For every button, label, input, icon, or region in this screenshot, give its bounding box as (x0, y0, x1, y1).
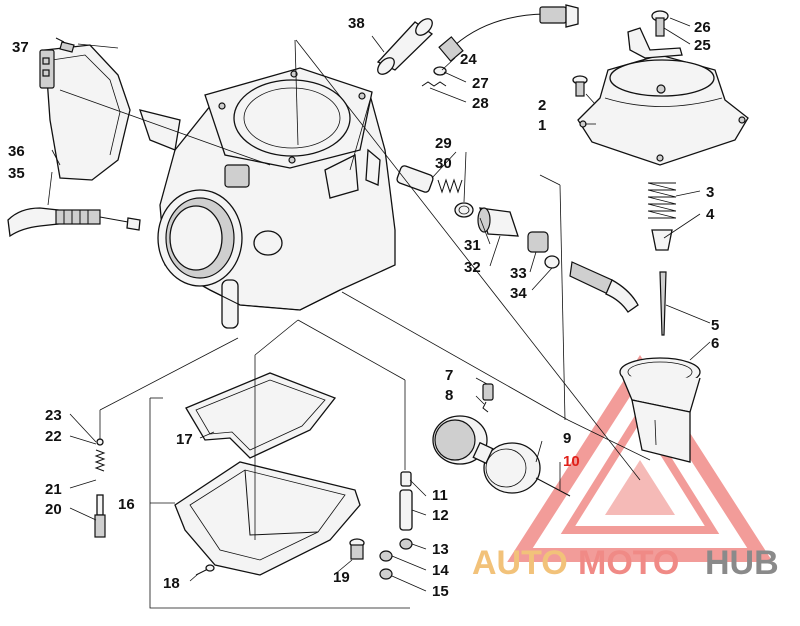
callout-22: 22 (45, 428, 62, 445)
part-18-screw (195, 564, 215, 576)
callout-34: 34 (510, 285, 527, 302)
part-5-jet-needle (659, 271, 667, 336)
callout-15: 15 (432, 583, 449, 600)
callout-12: 12 (432, 507, 449, 524)
watermark-moto: MOTO (578, 544, 679, 582)
callout-29: 29 (435, 135, 452, 152)
part-2-screw (572, 75, 588, 97)
callout-27: 27 (472, 75, 489, 92)
callout-23: 23 (45, 407, 62, 424)
callout-5: 5 (711, 317, 719, 334)
parts-11-12-tube (399, 471, 413, 531)
part-31-oring (454, 202, 474, 218)
part-19-screw (349, 538, 365, 560)
callout-35: 35 (8, 165, 25, 182)
callout-30: 30 (435, 155, 452, 172)
callout-3: 3 (706, 184, 714, 201)
callout-37: 37 (12, 39, 29, 56)
part-38-hose (376, 18, 434, 75)
callout-16: 16 (118, 496, 135, 513)
parts-7-8-valve (482, 383, 494, 413)
part-34-nut (544, 255, 560, 269)
callout-33: 33 (510, 265, 527, 282)
leader-lines (47, 17, 711, 609)
callout-32: 32 (464, 259, 481, 276)
part-25-bracket (627, 27, 683, 59)
callout-8: 8 (445, 387, 453, 404)
watermark-text: AUTO MOTO HUB (472, 544, 779, 582)
callout-19: 19 (333, 569, 350, 586)
part-35-cable (7, 207, 141, 238)
part-26-screw (651, 10, 669, 37)
part-9-float (432, 415, 541, 494)
callout-31: 31 (464, 237, 481, 254)
watermark-auto: AUTO (472, 544, 568, 582)
callout-17: 17 (176, 431, 193, 448)
callout-28: 28 (472, 95, 489, 112)
part-3-spring (647, 182, 677, 219)
idle-screw-cable (569, 261, 639, 313)
part-33-cap (527, 231, 549, 253)
part-36-cover (39, 44, 131, 181)
callout-1: 1 (538, 117, 546, 134)
carburetor-body (139, 67, 396, 329)
part-10-pin (535, 477, 571, 497)
part-37-screw (55, 37, 75, 53)
callout-38: 38 (348, 15, 365, 32)
part-6-throttle-slide (619, 357, 701, 463)
callout-labels: 1 2 3 4 5 6 7 8 9 10 11 12 13 14 15 16 1… (8, 15, 719, 600)
callout-10: 10 (563, 453, 580, 470)
callout-4: 4 (706, 206, 715, 223)
part-32-housing (477, 207, 519, 237)
callout-20: 20 (45, 501, 62, 518)
part-17-gasket (185, 372, 337, 459)
part-16-float-bowl (174, 461, 361, 576)
callout-9: 9 (563, 430, 571, 447)
callout-26: 26 (694, 19, 711, 36)
callout-21: 21 (45, 481, 62, 498)
callout-18: 18 (163, 575, 180, 592)
part-24-cable (438, 4, 579, 62)
part-29-30-plunger (396, 165, 463, 194)
parts-13-14-15 (379, 538, 413, 580)
callout-24: 24 (460, 51, 477, 68)
callout-25: 25 (694, 37, 711, 54)
callout-13: 13 (432, 541, 449, 558)
callout-11: 11 (432, 487, 448, 504)
part-1-top-cover (577, 54, 749, 166)
parts-20-23-main-jet (94, 438, 106, 538)
callout-2: 2 (538, 97, 546, 114)
watermark-hub: HUB (705, 544, 779, 582)
callout-6: 6 (711, 335, 719, 352)
part-4-needle-holder (651, 229, 673, 251)
callout-14: 14 (432, 562, 449, 579)
watermark-logo (507, 355, 773, 562)
callout-7: 7 (445, 367, 453, 384)
callout-36: 36 (8, 143, 25, 160)
